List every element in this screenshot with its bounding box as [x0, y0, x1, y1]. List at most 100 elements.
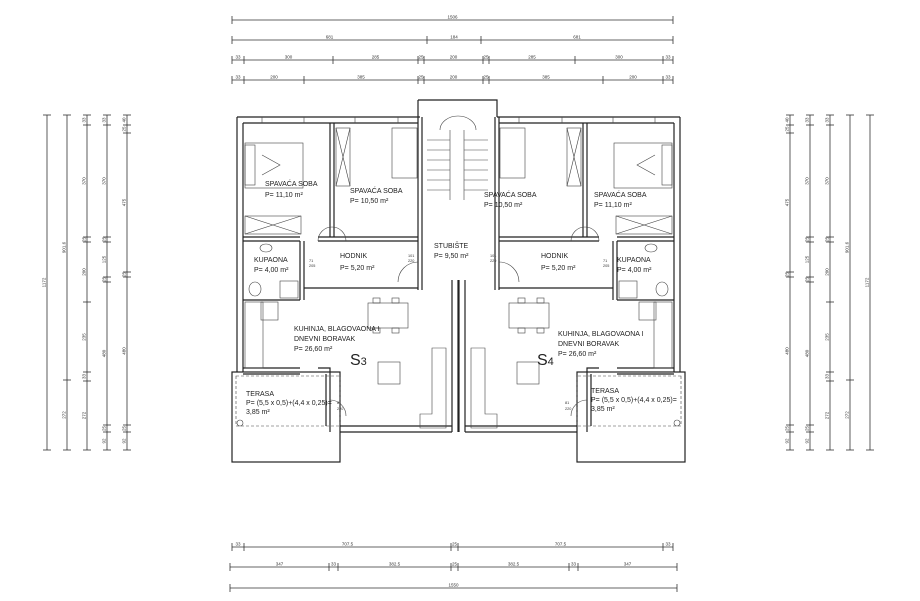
- dimension-label: 92: [102, 438, 107, 444]
- room-name: KUPAONA: [617, 257, 651, 264]
- room-name: KUHINJA, BLAGOVAONA I: [294, 326, 380, 333]
- dimension-label: 25: [452, 562, 458, 567]
- dimension-label: 382.5: [508, 562, 520, 567]
- dimension-label: 25: [805, 426, 810, 432]
- door-width: 101: [490, 254, 496, 258]
- dimension-label: 25: [785, 126, 790, 132]
- room-name: TERASA: [246, 391, 274, 398]
- dimension-label: 1172: [865, 277, 870, 287]
- dimension-label: 92: [122, 438, 127, 444]
- door-width: 81: [337, 401, 341, 405]
- dimension-label: 480: [805, 349, 810, 357]
- dimension-label: 347: [624, 562, 632, 567]
- room-area: 3,85 m²: [246, 409, 270, 416]
- dimension-label: 33: [331, 562, 337, 567]
- room-area: P= 10,50 m²: [350, 198, 389, 205]
- room-name: SPAVAĆA SOBA: [594, 190, 647, 199]
- dimension-label: 25: [825, 237, 830, 243]
- dimension-label: 475: [785, 198, 790, 206]
- dimension-label: 382.5: [389, 562, 401, 567]
- room-name: KUHINJA, BLAGOVAONA I: [558, 331, 644, 338]
- dimension-label: 707.5: [342, 542, 354, 547]
- room-area: P= 4,00 m²: [254, 267, 289, 274]
- dimension-label: 681: [326, 35, 334, 40]
- dimension-label: 25: [483, 55, 489, 60]
- dimension-label: 385: [542, 75, 550, 80]
- dimension-label: 285: [372, 55, 380, 60]
- dimension-label: 370: [82, 177, 87, 185]
- dimension-label: 200: [629, 75, 637, 80]
- dimension-label: 33: [102, 117, 107, 123]
- dimension-label: 1550: [448, 583, 459, 588]
- dimension-label: 33: [235, 55, 241, 60]
- room-name: SPAVAĆA SOBA: [265, 179, 318, 188]
- dimension-label: 125: [805, 255, 810, 263]
- dimension-label: 92: [785, 438, 790, 444]
- room-area: P= 10,50 m²: [484, 202, 523, 209]
- dimension-label: 25: [452, 542, 458, 547]
- dimension-label: 92: [805, 438, 810, 444]
- room-area: P= 11,10 m²: [594, 202, 632, 209]
- dimension-label: 33: [805, 117, 810, 123]
- unit-s4-labels: SPAVAĆA SOBA P= 10,50 m² SPAVAĆA SOBA P=…: [484, 190, 677, 413]
- room-name: HODNIK: [541, 253, 569, 260]
- dimension-label: 33: [82, 117, 87, 123]
- room-area: P= 5,20 m²: [340, 265, 375, 272]
- dimension-label: 25: [102, 426, 107, 432]
- room-name: SPAVAĆA SOBA: [350, 186, 403, 195]
- room-formula: P= (5,5 x 0,5)+(4,4 x 0,25)=: [591, 397, 677, 404]
- room-area: P= 5,20 m²: [541, 265, 576, 272]
- dimension-label: 25: [122, 126, 127, 132]
- dimension-label: 347: [276, 562, 284, 567]
- dimension-label: 370: [102, 177, 107, 185]
- dimension-label: 184: [450, 35, 458, 40]
- room-name: TERASA: [591, 388, 619, 395]
- room-name: DNEVNI BORAVAK: [558, 341, 620, 348]
- stairwell: [417, 99, 498, 200]
- dimension-label: 300: [285, 55, 293, 60]
- dimension-label: 33: [235, 75, 241, 80]
- dimension-label: 272: [845, 411, 850, 419]
- room-name: SPAVAĆA SOBA: [484, 190, 537, 199]
- dimension-label: 125: [102, 255, 107, 263]
- dimension-label: 1172: [42, 277, 47, 287]
- dimension-label: 385: [357, 75, 365, 80]
- dimension-label: 200: [450, 75, 458, 80]
- dimension-label: 480: [102, 349, 107, 357]
- door-height: 220: [337, 407, 343, 411]
- dimension-label: 200: [450, 55, 458, 60]
- dimension-label: 901.6: [62, 241, 67, 253]
- dimension-label: 25: [122, 272, 127, 278]
- dimension-label: 480: [122, 347, 127, 355]
- dimension-label: 33: [665, 75, 671, 80]
- dimension-label: 33: [82, 374, 87, 380]
- dimension-label: 901.6: [845, 241, 850, 253]
- dimension-label: 25: [483, 75, 489, 80]
- unit-s4-walls: [458, 116, 686, 463]
- room-area: P= 9,50 m²: [434, 253, 469, 260]
- dimension-label: 25: [82, 237, 87, 243]
- room-area: P= 26,60 m²: [558, 351, 597, 358]
- room-area: 3,85 m²: [591, 406, 615, 413]
- door-width: 71: [603, 259, 607, 263]
- dimension-label: 25: [805, 277, 810, 283]
- unit-label: S3: [350, 352, 367, 369]
- door-height: 220: [490, 259, 496, 263]
- dimension-label: 33: [665, 55, 671, 60]
- unit-s3-labels: SPAVAĆA SOBA P= 11,10 m² SPAVAĆA SOBA P=…: [246, 179, 414, 416]
- dimension-label: 40: [785, 117, 790, 123]
- dimension-label: 370: [825, 177, 830, 185]
- dimension-label: 200: [270, 75, 278, 80]
- dimension-label: 33: [571, 562, 577, 567]
- dimension-label: 272: [62, 411, 67, 419]
- dimension-label: 235: [825, 333, 830, 341]
- dimension-label: 480: [785, 347, 790, 355]
- dimension-label: 25: [102, 277, 107, 283]
- dimension-label: 25: [785, 426, 790, 432]
- room-name: DNEVNI BORAVAK: [294, 336, 356, 343]
- door-height: 220: [408, 259, 414, 263]
- dimension-label: 33: [665, 542, 671, 547]
- dimension-label: 25: [785, 272, 790, 278]
- dimension-label: 25: [102, 237, 107, 243]
